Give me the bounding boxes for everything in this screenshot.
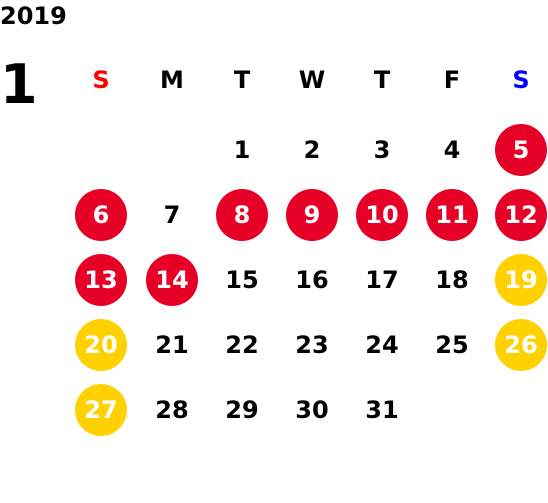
highlighted-day-cell[interactable]: 8 (216, 189, 268, 241)
highlighted-day-cell[interactable]: 6 (75, 189, 127, 241)
day-cell[interactable]: 22 (225, 331, 259, 359)
weekday-header: S (512, 66, 530, 94)
day-cell[interactable]: 29 (225, 396, 259, 424)
highlighted-day-cell[interactable]: 9 (286, 189, 338, 241)
day-cell[interactable]: 18 (435, 266, 469, 294)
weekday-header: F (443, 66, 461, 94)
highlighted-day-cell[interactable]: 10 (356, 189, 408, 241)
calendar-year: 2019 (0, 2, 67, 30)
highlighted-day-cell[interactable]: 13 (75, 254, 127, 306)
day-cell[interactable]: 28 (155, 396, 189, 424)
highlighted-day-cell[interactable]: 14 (146, 254, 198, 306)
highlighted-day-cell[interactable]: 12 (495, 189, 547, 241)
weekday-header: T (233, 66, 251, 94)
calendar-month: 1 (0, 53, 38, 116)
highlighted-day-cell[interactable]: 27 (75, 384, 127, 436)
day-cell[interactable]: 17 (365, 266, 399, 294)
weekday-header: S (92, 66, 110, 94)
day-cell[interactable]: 7 (163, 201, 181, 229)
highlighted-day-cell[interactable]: 11 (426, 189, 478, 241)
day-cell[interactable]: 1 (233, 136, 251, 164)
day-cell[interactable]: 16 (295, 266, 329, 294)
day-cell[interactable]: 2 (303, 136, 321, 164)
weekday-header: M (160, 66, 184, 94)
day-cell[interactable]: 21 (155, 331, 189, 359)
day-cell[interactable]: 3 (373, 136, 391, 164)
day-cell[interactable]: 24 (365, 331, 399, 359)
day-cell[interactable]: 31 (365, 396, 399, 424)
highlighted-day-cell[interactable]: 20 (75, 319, 127, 371)
weekday-header: W (298, 66, 326, 94)
highlighted-day-cell[interactable]: 26 (495, 319, 547, 371)
day-cell[interactable]: 25 (435, 331, 469, 359)
day-cell[interactable]: 4 (443, 136, 461, 164)
day-cell[interactable]: 30 (295, 396, 329, 424)
highlighted-day-cell[interactable]: 19 (495, 254, 547, 306)
highlighted-day-cell[interactable]: 5 (495, 124, 547, 176)
weekday-header: T (373, 66, 391, 94)
day-cell[interactable]: 23 (295, 331, 329, 359)
day-cell[interactable]: 15 (225, 266, 259, 294)
